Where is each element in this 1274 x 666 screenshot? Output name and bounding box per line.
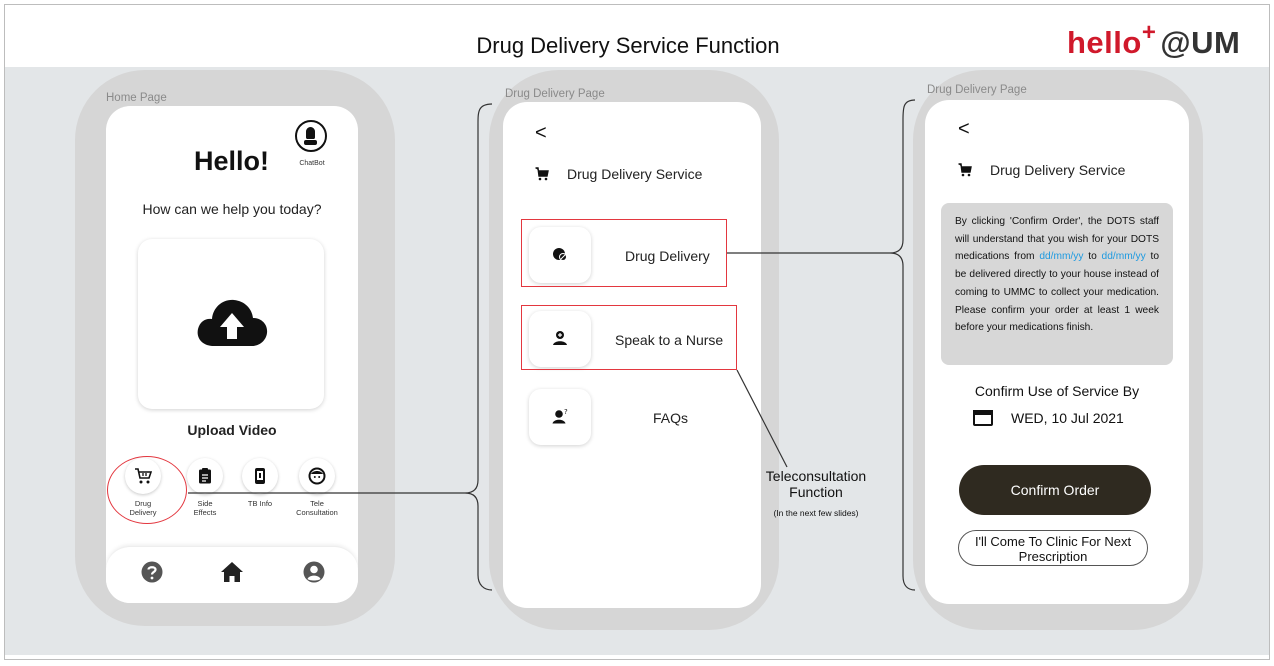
- help-prompt: How can we help you today?: [142, 201, 322, 217]
- order-page-label: Drug Delivery Page: [927, 84, 1027, 96]
- faqs-label: FAQs: [653, 410, 689, 426]
- back-button[interactable]: <: [958, 118, 970, 140]
- face-icon: [308, 467, 326, 485]
- home-page-label: Home Page: [106, 92, 167, 104]
- quick-action-button: [187, 458, 223, 494]
- help-icon[interactable]: [141, 561, 163, 583]
- svg-text:?: ?: [564, 408, 568, 416]
- phone-icon: [255, 468, 265, 484]
- date-to-link[interactable]: dd/mm/yy: [1101, 251, 1146, 263]
- nurse-icon: [553, 331, 567, 345]
- profile-icon[interactable]: [303, 561, 325, 583]
- confirm-order-button[interactable]: Confirm Order: [959, 465, 1151, 515]
- back-button[interactable]: <: [535, 122, 547, 144]
- speak-to-nurse-card[interactable]: [529, 311, 591, 367]
- faqs-card[interactable]: ?: [529, 389, 591, 445]
- confirm-date: WED, 10 Jul 2021: [1011, 410, 1124, 426]
- info-text-part1: By clicking 'Confirm Order', the DOTS st…: [955, 216, 1159, 263]
- drug-delivery-highlight-box: [521, 219, 727, 287]
- confirm-date-row[interactable]: WED, 10 Jul 2021: [973, 410, 1124, 426]
- confirm-by-label: Confirm Use of Service By: [974, 383, 1140, 399]
- logo-um-text: @UM: [1160, 25, 1241, 60]
- order-info-box: By clicking 'Confirm Order', the DOTS st…: [941, 203, 1173, 365]
- service-title: Drug Delivery Service: [567, 166, 703, 182]
- calendar-icon: [973, 410, 993, 426]
- service-title-row: Drug Delivery Service: [535, 166, 702, 182]
- info-text-to: to: [1083, 251, 1102, 263]
- drug-delivery-highlight: [107, 456, 187, 524]
- faq-icon: ?: [552, 408, 568, 424]
- chatbot-icon[interactable]: [295, 120, 327, 152]
- speak-to-nurse-label: Speak to a Nurse: [615, 332, 724, 348]
- come-to-clinic-button[interactable]: I'll Come To Clinic For Next Prescriptio…: [958, 530, 1148, 566]
- speak-to-nurse-highlight-box: [521, 305, 737, 370]
- service-title-row: Drug Delivery Service: [958, 162, 1125, 178]
- logo-plus-text: +: [1141, 19, 1157, 46]
- quick-action-button: [242, 458, 278, 494]
- upload-video-card[interactable]: [138, 239, 324, 409]
- order-screen: < Drug Delivery Service By clicking 'Con…: [925, 100, 1189, 604]
- teleconsultation-annotation: Teleconsultation Function: [765, 468, 867, 500]
- date-from-link[interactable]: dd/mm/yy: [1039, 251, 1084, 263]
- quick-action-button: [299, 458, 335, 494]
- info-text-part2: to be delivered directly to your house i…: [955, 251, 1159, 334]
- cart-icon: [958, 163, 972, 177]
- cart-icon: [535, 167, 549, 181]
- upload-cloud-icon: [197, 299, 268, 346]
- logo-hello-text: hello: [1067, 25, 1142, 60]
- drug-delivery-label: Drug Delivery: [625, 248, 710, 264]
- drug-delivery-card[interactable]: [529, 227, 591, 283]
- pills-icon: [553, 248, 567, 261]
- upload-video-label: Upload Video: [187, 422, 277, 438]
- hello-um-logo: hello+@UM: [1067, 19, 1241, 61]
- home-icon[interactable]: [220, 561, 244, 583]
- quick-action-tb-info[interactable]: TB Info: [241, 458, 279, 508]
- delivery-screen: < Drug Delivery Service Drug Delivery Sp…: [503, 102, 761, 608]
- greeting-heading: Hello!: [194, 146, 270, 176]
- clipboard-icon: [199, 468, 211, 484]
- service-title: Drug Delivery Service: [990, 162, 1126, 178]
- slide-header: Drug Delivery Service Function hello+@UM: [5, 5, 1269, 67]
- quick-action-label: TB Info: [247, 499, 273, 508]
- chatbot-label: ChatBot: [299, 160, 325, 167]
- teleconsultation-annotation-sub: (In the next few slides): [773, 508, 859, 518]
- slide-title: Drug Delivery Service Function: [476, 33, 780, 58]
- bottom-nav-bar: [106, 546, 358, 603]
- delivery-page-label: Drug Delivery Page: [505, 88, 605, 100]
